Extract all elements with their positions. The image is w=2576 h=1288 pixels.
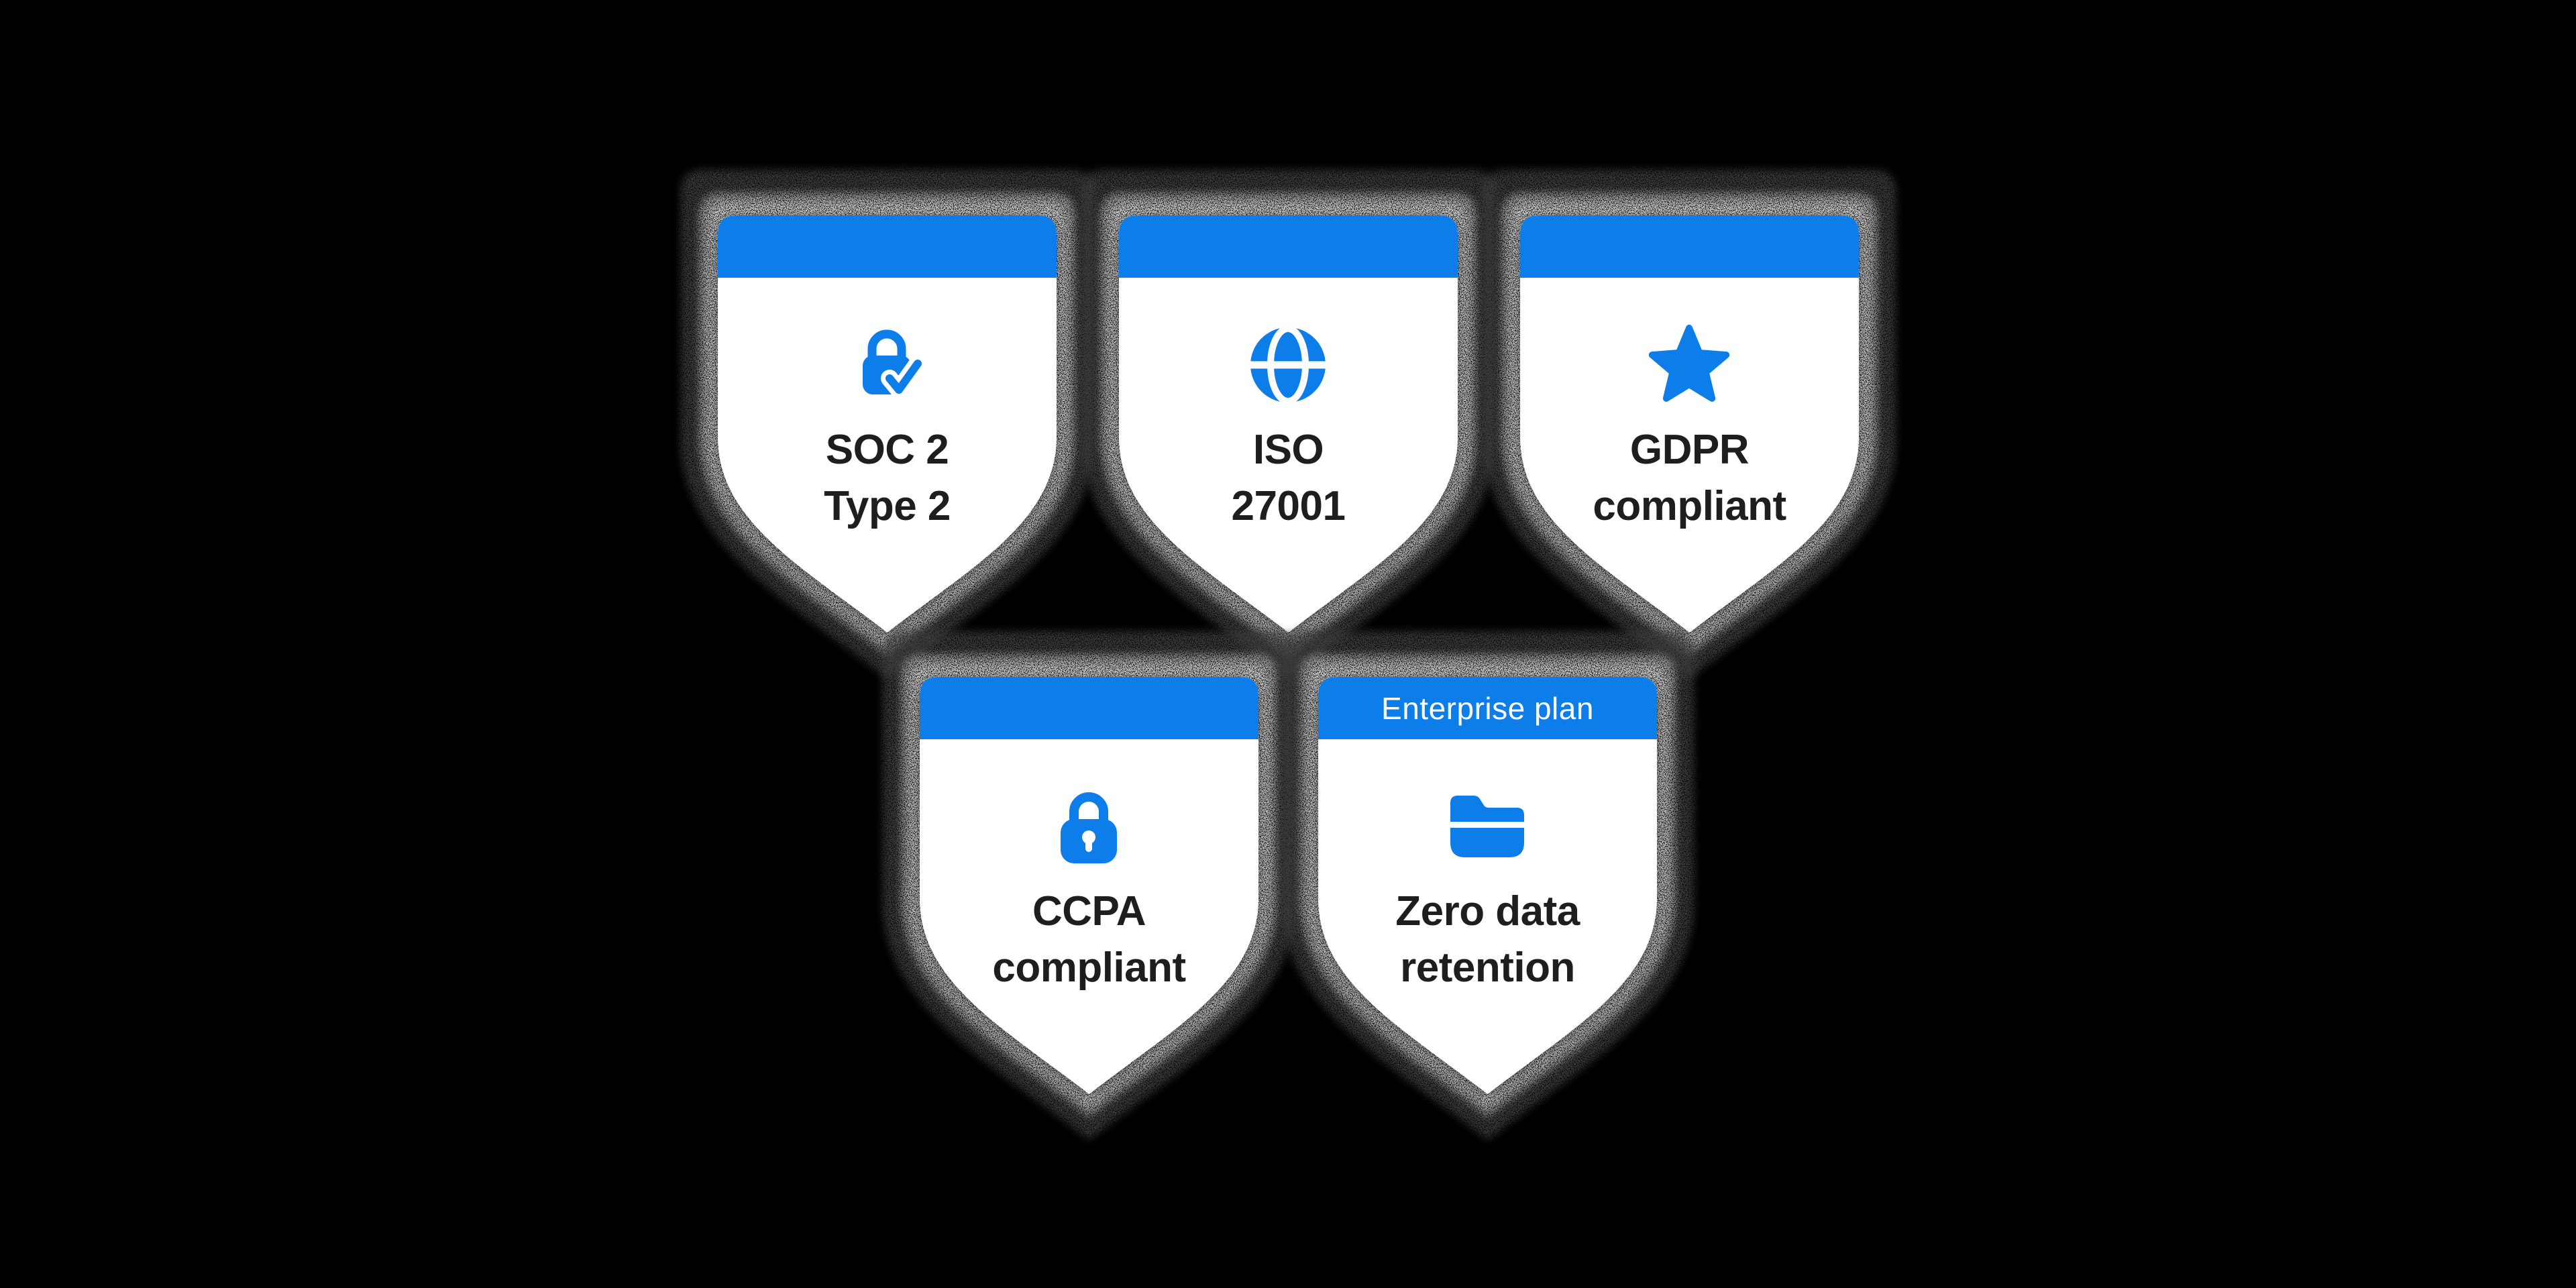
badge-header-band bbox=[920, 677, 1258, 739]
shield-shape bbox=[1281, 631, 1695, 1140]
badge-gdpr: GDPR compliant bbox=[1473, 168, 1906, 680]
badge-iso27001: ISO 27001 bbox=[1072, 168, 1505, 680]
badge-header-band bbox=[1520, 215, 1859, 278]
badge-header-band bbox=[1318, 677, 1657, 739]
badge-ccpa: CCPA compliant bbox=[873, 630, 1305, 1141]
shield-shape bbox=[680, 169, 1094, 679]
badge-zero-data-retention: Enterprise plan Zero data retention bbox=[1271, 630, 1704, 1141]
badge-header-band bbox=[1119, 215, 1458, 278]
badge-header-band bbox=[718, 215, 1057, 278]
shield-shape bbox=[1081, 169, 1495, 679]
shield-shape bbox=[882, 631, 1296, 1140]
shield-shape bbox=[1483, 169, 1896, 679]
badge-soc2: SOC 2 Type 2 bbox=[671, 168, 1104, 680]
